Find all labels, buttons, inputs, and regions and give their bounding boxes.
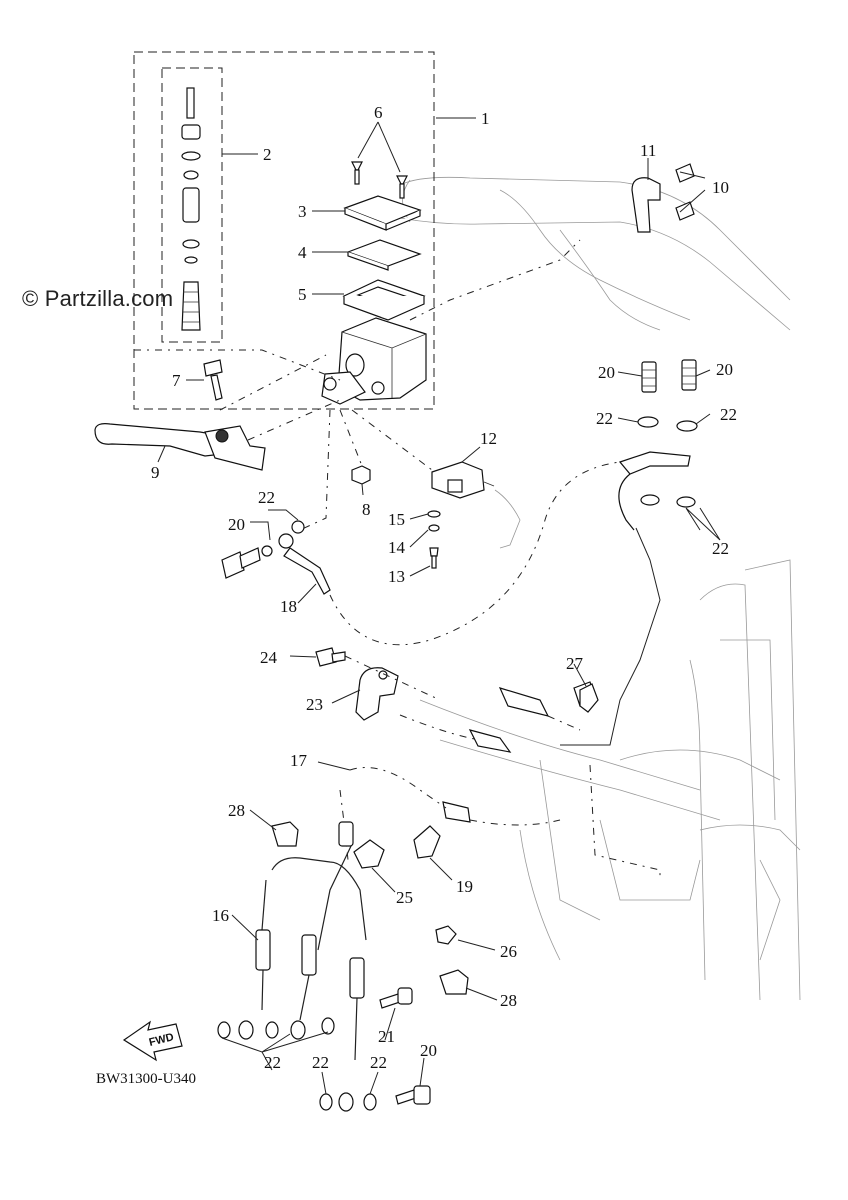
diagram-code: BW31300-U340: [96, 1071, 196, 1087]
callout-8: 8: [362, 500, 371, 519]
master-cylinder-body: [321, 317, 427, 405]
brake-hose-upper: [261, 461, 621, 646]
callout-10: 10: [712, 178, 729, 197]
master-cylinder-assembly-box: [133, 51, 435, 410]
switch-screw-washers: [427, 510, 441, 569]
callout-26: 26: [500, 942, 517, 961]
callout-28-right: 28: [500, 991, 517, 1010]
callout-labels: 1 2 3 4 5 6 7 8 9 10 11 12 13 14 15 16 1…: [151, 103, 737, 1072]
callout-7: 7: [172, 371, 181, 390]
callout-6: 6: [374, 103, 383, 122]
callout-21: 21: [378, 1027, 395, 1046]
reservoir-cap-screws: [351, 161, 408, 199]
callout-20-bottom: 20: [420, 1041, 437, 1060]
brake-lever: [94, 423, 266, 471]
banjo-bolts-right: [560, 359, 698, 746]
fwd-arrow: FWD: [122, 1020, 183, 1062]
callout-27: 27: [566, 654, 584, 673]
fwd-label: FWD: [148, 1031, 175, 1049]
callout-24: 24: [260, 648, 278, 667]
lever-nut: [351, 465, 371, 485]
piston-kit-box: [161, 67, 223, 343]
cable-clamp: [315, 647, 441, 721]
callout-3: 3: [298, 202, 307, 221]
callout-23: 23: [306, 695, 323, 714]
callout-17: 17: [290, 751, 308, 770]
callout-28-left: 28: [228, 801, 245, 820]
callout-5: 5: [298, 285, 307, 304]
callout-13: 13: [388, 567, 405, 586]
hose-clamps: [271, 683, 599, 995]
callout-19: 19: [456, 877, 473, 896]
lower-bolts: [379, 987, 431, 1105]
watermark: © Partzilla.com: [22, 286, 174, 311]
brake-hose-lower: [217, 821, 377, 1112]
callout-22-left: 22: [258, 488, 275, 507]
callout-25: 25: [396, 888, 413, 907]
reservoir-cap: [343, 195, 422, 231]
callout-22-right-a: 22: [596, 409, 613, 428]
handlebar-holder: [631, 163, 706, 233]
callout-11: 11: [640, 141, 656, 160]
callout-2: 2: [263, 145, 272, 164]
brake-switch: [431, 461, 495, 499]
callout-22-right-c: 22: [712, 539, 729, 558]
callout-4: 4: [298, 243, 307, 262]
callout-14: 14: [388, 538, 406, 557]
callout-15: 15: [388, 510, 405, 529]
callout-22-bottom-a: 22: [264, 1053, 281, 1072]
banjo-bolt-left: [221, 547, 261, 579]
pivot-bolt: [203, 359, 223, 401]
callout-22-right-b: 22: [720, 405, 737, 424]
leader-lines: [134, 117, 721, 1095]
callout-12: 12: [480, 429, 497, 448]
callout-22-bottom-c: 22: [370, 1053, 387, 1072]
callout-9: 9: [151, 463, 160, 482]
callout-1: 1: [481, 109, 490, 128]
callout-20-right-b: 20: [716, 360, 733, 379]
diaphragm-plate: [346, 239, 422, 271]
callout-20-left: 20: [228, 515, 245, 534]
callout-18: 18: [280, 597, 297, 616]
callout-22-bottom-b: 22: [312, 1053, 329, 1072]
callout-16: 16: [212, 906, 229, 925]
diaphragm: [342, 279, 426, 321]
piston-kit: [181, 87, 201, 331]
background-outlines: [399, 176, 801, 1001]
callout-20-right-a: 20: [598, 363, 615, 382]
